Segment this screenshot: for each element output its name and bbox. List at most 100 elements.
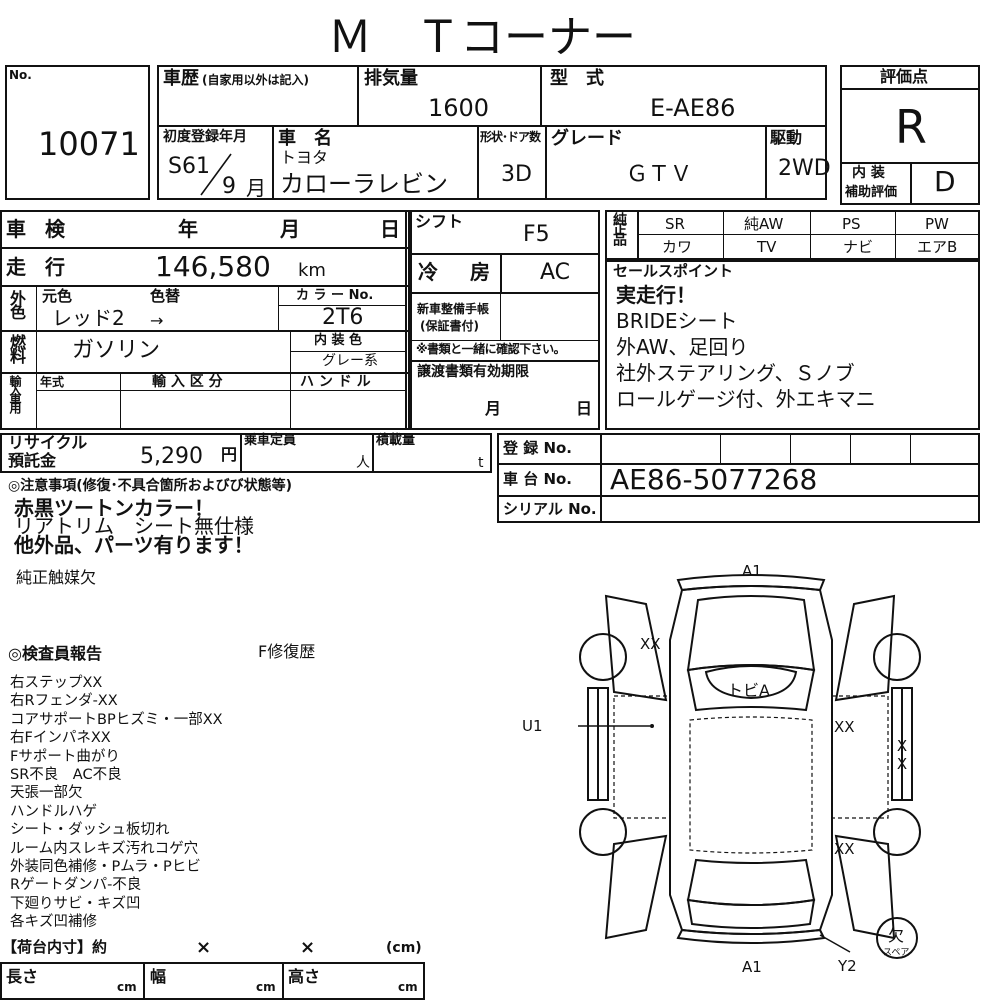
lot-number-box	[5, 65, 150, 200]
transfer-label: 譲渡書類有効期限	[417, 364, 529, 380]
page-title: Ｍ Ｔコーナー	[328, 12, 636, 63]
cargo-height-label: 高さ	[288, 967, 321, 986]
sales-point-line: 実走行！	[616, 283, 696, 307]
inspector-line: 右ステップXX	[10, 675, 103, 691]
inspection-month: 月	[280, 217, 300, 241]
transfer-day: 日	[576, 399, 593, 418]
left-rear-panel	[604, 834, 668, 940]
option-tv: TV	[757, 238, 777, 256]
sales-point-label: セールスポイント	[613, 262, 734, 280]
shift-value: F5	[523, 222, 550, 247]
fuel-side-label: 燃料	[7, 334, 26, 362]
mileage-value: 146,580	[155, 250, 271, 283]
interior-rating-value: D	[934, 165, 956, 198]
diagram-xx-right-side: XX	[893, 737, 911, 773]
chassis-label: 車 台 No.	[503, 470, 573, 488]
diagram-roof-label: トビA	[727, 681, 770, 700]
capacity-unit: 人	[356, 455, 370, 471]
import-kind-label: 輸 入 区 分	[152, 374, 223, 390]
option-ps: PS	[842, 215, 861, 233]
cargo-label: 【荷台内寸】約	[2, 938, 108, 956]
cargo-table	[0, 962, 425, 1000]
sales-point-box	[605, 260, 980, 430]
notes-line: リアトリム シート無仕様	[14, 514, 254, 538]
interior-rating-label-1: 内 装	[852, 165, 885, 181]
exterior-arrow: →	[150, 311, 164, 330]
diagram-spare-label: スペア	[883, 948, 910, 958]
color-no-value: 2T6	[322, 305, 364, 330]
interior-color-value: グレー系	[322, 353, 378, 369]
inspector-line: 右FインパネXX	[10, 730, 111, 747]
inspector-repair-history: F修復歴	[258, 642, 316, 661]
options-table	[605, 210, 980, 260]
right-fender	[834, 594, 896, 702]
first-reg-month: 9	[222, 174, 236, 199]
load-label: 積載量	[376, 433, 416, 448]
cargo-length-label: 長さ	[6, 967, 39, 986]
option-sr: SR	[665, 215, 685, 233]
cargo-width-unit: cm	[256, 980, 276, 994]
diagram-y2: Y2	[838, 957, 857, 975]
notes-label: ◎注意事項(修復･不具合箇所およびび状態等)	[8, 478, 293, 494]
mileage-label: 走 行	[6, 255, 71, 279]
history-note: (自家用以外は記入)	[202, 73, 309, 87]
import-year-label: 年式	[40, 375, 65, 389]
rating-value: R	[895, 100, 927, 154]
cargo-times-1: ×	[196, 937, 212, 958]
notes-line: 赤黒ツートンカラー！	[14, 496, 214, 520]
inspector-line: Rゲートダンパ-不良	[10, 877, 142, 894]
sales-point-line: BRIDEシート	[616, 309, 738, 333]
left-fender	[604, 594, 668, 702]
body-type-value: 3D	[501, 162, 532, 187]
interior-color-label: 内 装 色	[314, 333, 363, 348]
grade-label: グレード	[551, 128, 623, 149]
interior-rating-label-2: 補助評価	[845, 185, 898, 200]
sales-point-line: ロールゲージ付、外エキマニ	[616, 387, 876, 411]
sales-point-line: 外AW、足回り	[616, 335, 749, 359]
first-reg-slash	[200, 153, 232, 196]
color-no-label: カ ラ ー No.	[296, 288, 374, 303]
model-label: 型 式	[550, 68, 604, 89]
inspector-line: ルーム内スレキズ汚れコゲ穴	[10, 840, 199, 857]
inspector-line: コアサポートBPヒズミ・一部XX	[10, 711, 223, 728]
inspector-line: 外装同色補修・Pムラ・Pヒビ	[10, 859, 201, 876]
inspector-line: 右Rフェンダ-XX	[10, 693, 118, 710]
inspector-label: ◎検査員報告	[8, 644, 102, 663]
mileage-unit: km	[298, 260, 326, 281]
name-value: カローラレビン	[280, 170, 448, 198]
first-reg-label: 初度登録年月	[163, 129, 247, 145]
car-body	[669, 585, 833, 935]
inspector-line: 下廻りサビ・キズ凹	[10, 895, 141, 912]
recycle-unit: 円	[221, 445, 238, 464]
model-value: E-AE86	[650, 94, 736, 122]
inspector-line: ハンドルハゲ	[10, 803, 97, 820]
header-table	[157, 65, 827, 200]
cargo-length-unit: cm	[117, 980, 137, 994]
option-airbag: エアB	[917, 238, 958, 256]
cargo-height-unit: cm	[398, 980, 418, 994]
import-side-label: 輸入車用	[8, 375, 22, 411]
recycle-label-1: リサイクル	[8, 433, 88, 452]
equipment-table	[410, 210, 600, 430]
notes-extra: 純正触媒欠	[16, 568, 97, 587]
inspector-line: 天張一部欠	[10, 785, 83, 802]
exterior-color-value: レッド2	[52, 306, 125, 330]
displacement-value: 1600	[428, 94, 490, 122]
lot-number: 10071	[38, 125, 140, 163]
options-side-label: 純正品	[611, 212, 627, 242]
inspector-line: シート・ダッシュ板切れ	[10, 822, 170, 839]
lot-number-label: No.	[9, 68, 32, 82]
aircon-value: AC	[540, 260, 571, 285]
displacement-label: 排気量	[364, 68, 418, 89]
chassis-number: AE86-5077268	[610, 463, 818, 496]
sales-point-line: 社外ステアリング、Ｓノブ	[616, 361, 855, 385]
load-unit: t	[478, 455, 484, 471]
name-label: 車 名	[278, 128, 332, 149]
diagram-spare-mark: 欠	[888, 926, 905, 945]
aircon-label: 冷 房	[418, 260, 496, 284]
first-reg-month-unit: 月	[246, 176, 266, 200]
registration-label: 登 録 No.	[503, 439, 573, 457]
inspector-line: Fサポート曲がり	[10, 748, 120, 765]
y2-pointer	[819, 934, 851, 953]
body-type-label: 形状･ドア数	[480, 130, 541, 144]
